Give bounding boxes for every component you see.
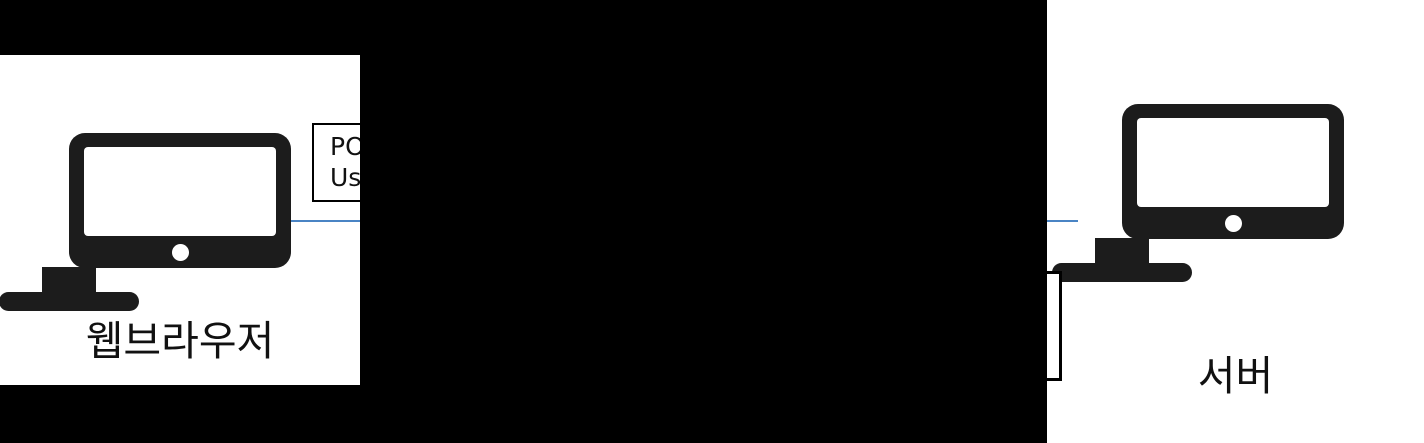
web-browser-label: 웹브라우저 (85, 317, 275, 365)
occluder-bottom-band (0, 385, 1047, 443)
callout-line-1: PO (330, 132, 365, 161)
monitor-stand-base (1052, 263, 1192, 282)
server-label: 서버 (1197, 352, 1274, 400)
occluder-center-block (360, 55, 1047, 385)
monitor-bezel (1122, 104, 1344, 239)
occluder-top-band (0, 0, 1047, 55)
monitor-bezel (69, 133, 291, 268)
monitor-screen (1137, 118, 1329, 207)
monitor-indicator-dot (1224, 215, 1242, 232)
monitor-indicator-dot (171, 244, 189, 261)
monitor-screen (84, 147, 276, 236)
monitor-stand-base (0, 292, 139, 311)
